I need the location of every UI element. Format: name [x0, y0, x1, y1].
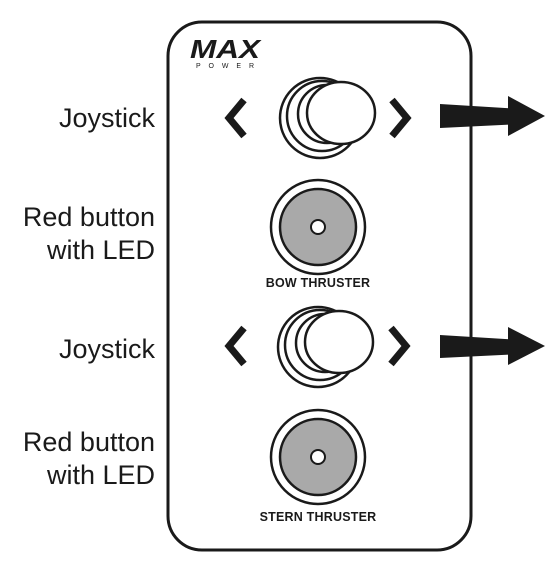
- stern-thruster-button[interactable]: [269, 408, 367, 506]
- chevron-right-icon: [388, 325, 411, 367]
- control-panel: [166, 20, 473, 552]
- max-power-logo: MAX POWER: [190, 34, 262, 70]
- stern-thruster-label: STERN THRUSTER: [259, 510, 377, 524]
- arrow-right-icon: [440, 96, 545, 136]
- chevron-left-icon: [224, 325, 247, 367]
- joystick-label: Joystick: [58, 334, 155, 364]
- led-indicator: [310, 219, 326, 235]
- svg-text:POWER: POWER: [196, 63, 254, 70]
- chevron-left-icon: [224, 97, 247, 139]
- red-button-label: Red button with LED: [22, 427, 155, 490]
- led-indicator: [310, 449, 326, 465]
- bow-thruster-label: BOW THRUSTER: [265, 276, 371, 290]
- joystick-label: Joystick: [58, 103, 155, 133]
- joystick-stern[interactable]: [276, 305, 375, 389]
- svg-text:MAX: MAX: [190, 34, 262, 64]
- arrow-right-icon: [440, 327, 545, 365]
- chevron-right-icon: [389, 97, 412, 139]
- joystick-bow[interactable]: [278, 76, 377, 160]
- red-button-label: Red button with LED: [22, 202, 155, 265]
- bow-thruster-button[interactable]: [269, 178, 367, 276]
